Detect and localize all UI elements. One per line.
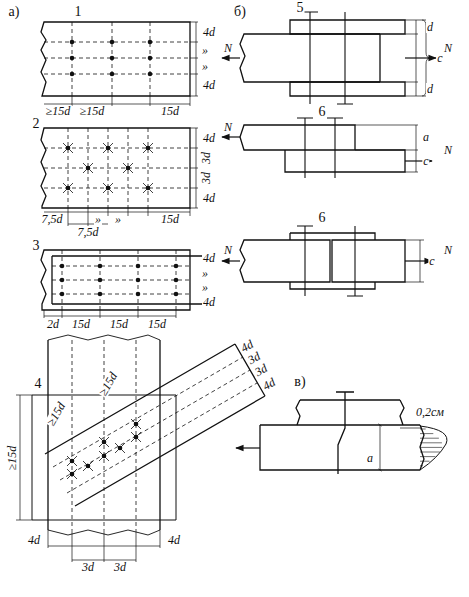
dimension-label: N bbox=[443, 144, 453, 156]
dimension-label: N bbox=[223, 244, 233, 256]
dimension-label: 7,5d bbox=[77, 226, 100, 238]
dimension-label: ≥15d bbox=[79, 105, 106, 117]
dimension-label: 3d bbox=[113, 561, 127, 573]
dimension-label: 15d bbox=[109, 318, 129, 330]
dimension-label: c bbox=[436, 52, 443, 64]
dimension-label: 4d bbox=[202, 79, 216, 91]
dimension-label: N bbox=[443, 42, 453, 54]
dimension-label: 3d bbox=[81, 561, 95, 573]
dimension-label: 3d bbox=[200, 171, 212, 185]
dimension-label: 15d bbox=[147, 318, 167, 330]
dimension-label: 15d bbox=[160, 213, 180, 225]
dimension-label: 4d bbox=[202, 252, 216, 264]
dimension-label: 3d bbox=[200, 151, 212, 165]
stress-hatching bbox=[420, 429, 442, 466]
dimension-label: 4d bbox=[202, 26, 216, 38]
outlines bbox=[16, 12, 447, 562]
dimension-label: a bbox=[366, 452, 374, 464]
callout-number: 3 bbox=[32, 239, 41, 253]
dimension-label: c bbox=[422, 155, 429, 167]
dimension-label: 15d bbox=[71, 318, 91, 330]
callout-number: 2 bbox=[32, 117, 41, 131]
dimension-label: d bbox=[426, 21, 434, 33]
dimension-label: » bbox=[94, 213, 102, 225]
dimension-label: 4d bbox=[202, 192, 216, 204]
dimension-label: ≥15d bbox=[6, 445, 18, 472]
dimension-label: 4d bbox=[202, 296, 216, 308]
dimension-label: a bbox=[422, 131, 430, 143]
dimension-label: » bbox=[201, 44, 209, 56]
dimension-label: » bbox=[201, 267, 209, 279]
dimension-label: N bbox=[223, 121, 233, 133]
dimension-label: d bbox=[426, 83, 434, 95]
callout-number: 4 bbox=[34, 377, 43, 391]
callout-number: 1 bbox=[74, 5, 83, 19]
force-arrows bbox=[222, 58, 436, 448]
dimension-label: 4d bbox=[260, 375, 278, 392]
dimension-label: 15d bbox=[160, 105, 180, 117]
dimension-label: c bbox=[428, 255, 435, 267]
dimension-label: 4d bbox=[27, 534, 41, 546]
dimension-label: 4d bbox=[202, 132, 216, 144]
dimension-label: » bbox=[201, 281, 209, 293]
callout-number: в) bbox=[293, 375, 306, 389]
dimension-label: 4d bbox=[167, 534, 181, 546]
dimension-label: 0,2см bbox=[415, 406, 445, 418]
dimension-label: » bbox=[201, 60, 209, 72]
dimension-label: N bbox=[443, 244, 453, 256]
dimension-label: 7,5d bbox=[41, 213, 64, 225]
callout-number: б) bbox=[233, 5, 247, 19]
dimension-label: » bbox=[114, 213, 122, 225]
dimension-label: ≥15d bbox=[96, 369, 120, 398]
callout-number: 6 bbox=[318, 105, 327, 119]
callout-number: а) bbox=[8, 5, 21, 19]
dimension-label: ≥15d bbox=[45, 105, 72, 117]
dimension-label: 2d bbox=[46, 318, 60, 330]
callout-number: 6 bbox=[318, 211, 327, 225]
dimension-label: N bbox=[223, 42, 233, 54]
callout-number: 5 bbox=[296, 1, 305, 15]
